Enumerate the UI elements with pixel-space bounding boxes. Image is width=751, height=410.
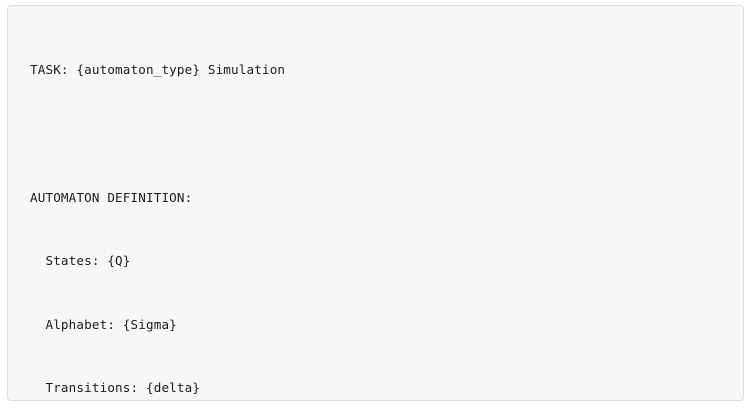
prompt-line-automaton-definition-heading: AUTOMATON DEFINITION: <box>30 189 193 205</box>
prompt-line-blank-1 <box>30 123 735 144</box>
prompt-line-alphabet: Alphabet: {Sigma} <box>30 316 177 332</box>
prompt-line-states: States: {Q} <box>30 253 131 269</box>
prompt-line-task: TASK: {automaton_type} Simulation <box>30 62 286 78</box>
prompt-text-block: TASK: {automaton_type} Simulation AUTOMA… <box>30 17 735 396</box>
prompt-line-transitions: Transitions: {delta} <box>30 380 201 396</box>
prompt-template-card: TASK: {automaton_type} Simulation AUTOMA… <box>7 5 744 401</box>
